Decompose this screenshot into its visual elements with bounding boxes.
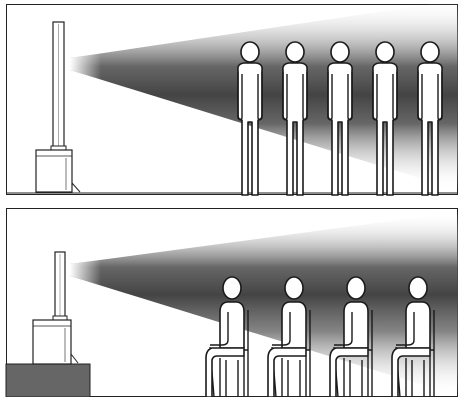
seated-audience [205,276,435,397]
seated-person [391,276,435,397]
seated-audience-illustration [5,208,458,397]
standing-audience-illustration [6,0,458,196]
standing-person [327,41,353,196]
standing-person [282,41,308,196]
seated-audience-panel [0,200,458,397]
seated-person [205,276,249,397]
standing-person [237,41,263,196]
seated-person [267,276,311,397]
standing-person [372,41,398,196]
standing-person [417,41,443,196]
column-speaker [32,251,79,365]
sound-beam-fade [70,0,458,190]
seated-person [329,276,373,397]
standing-audience-panel [6,0,458,196]
column-speaker [35,21,81,193]
standing-audience [237,41,443,196]
stage-platform [5,363,91,397]
